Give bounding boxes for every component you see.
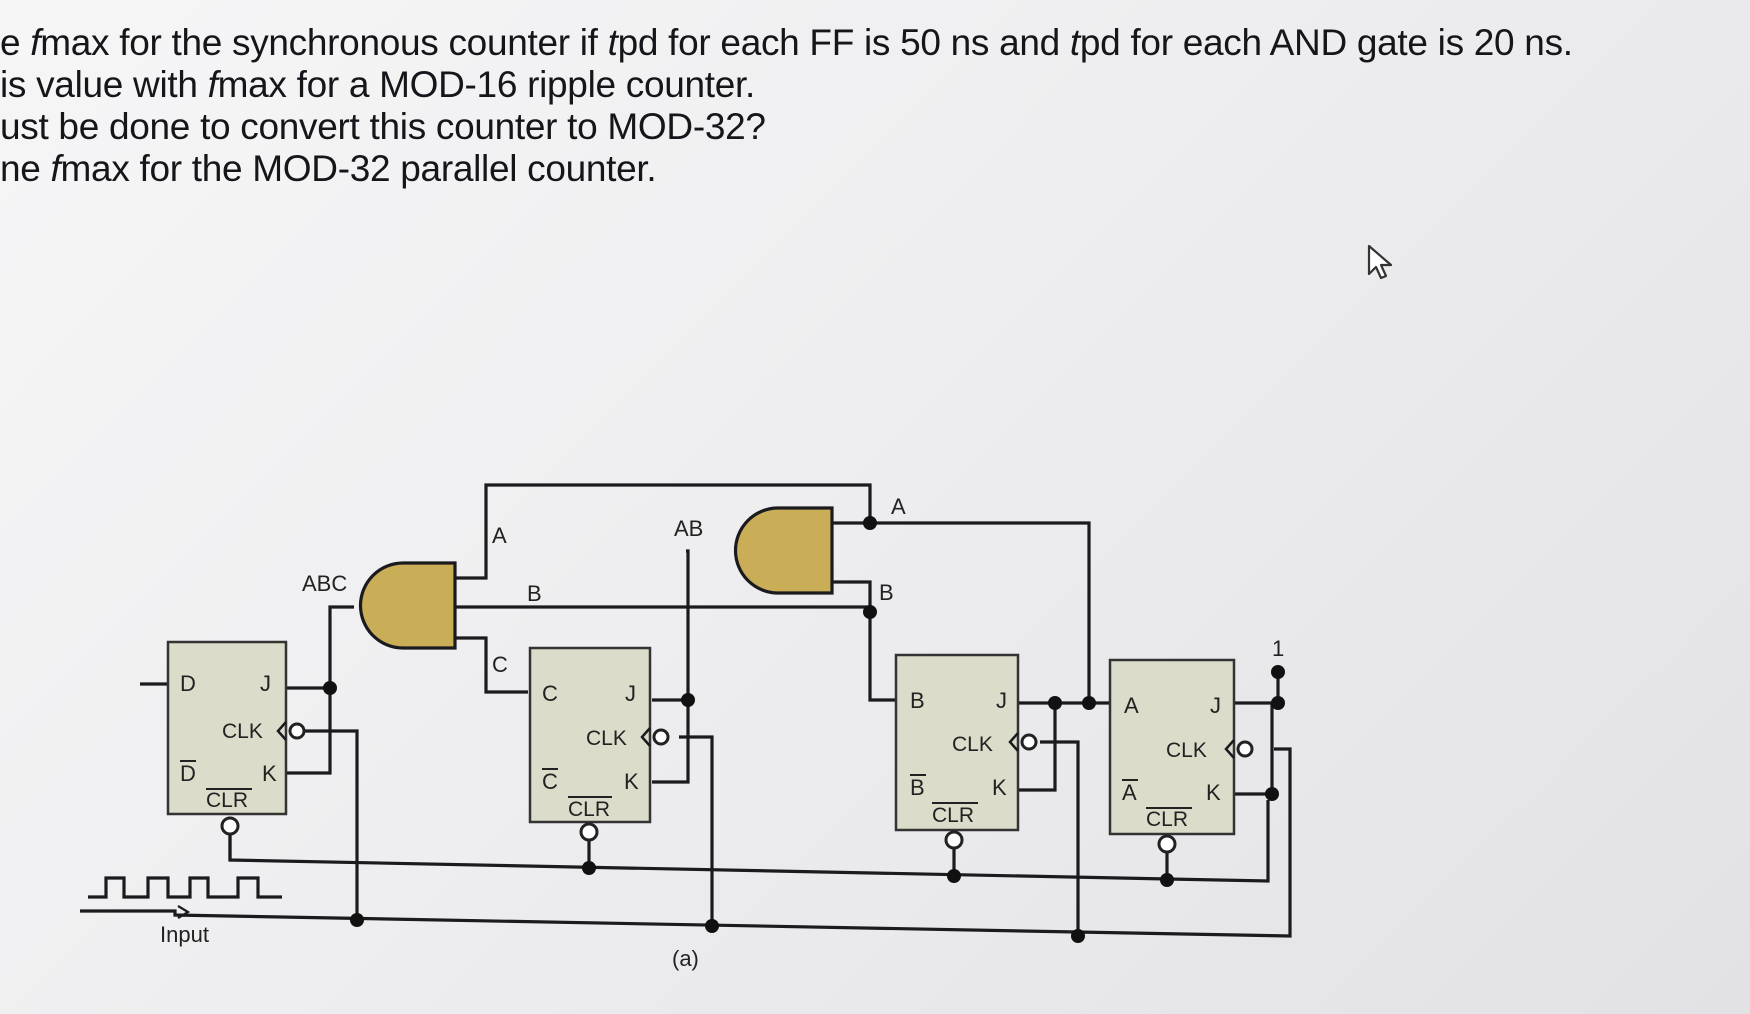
question-text-run: f [50, 148, 61, 189]
flipflop-b: B J CLK B K CLR [894, 653, 1038, 850]
flipflop-a-body [1108, 658, 1236, 836]
label-abc: ABC [302, 571, 347, 596]
question-text-run: f [207, 64, 218, 105]
label-b-right: B [879, 580, 894, 605]
ff-b-q: B [910, 688, 925, 713]
and-gate-abc [358, 561, 457, 650]
ff-a-clr-bubble [1157, 834, 1177, 854]
label-input: Input [160, 922, 209, 947]
ff-c-qbar: C [542, 769, 558, 794]
question-text-run: is value with [0, 64, 208, 105]
question-text-run: max for the synchronous counter if [40, 22, 608, 63]
question-text-run: max for the MOD-32 parallel counter. [60, 148, 657, 189]
question-text-run: pd for each FF is 50 ns and [617, 22, 1070, 63]
question-text-run: ne [0, 148, 51, 189]
ff-c-clock-bubble [652, 728, 670, 746]
ff-b-clk: CLK [952, 733, 993, 756]
figure-caption: (a) [672, 946, 699, 971]
question-text-run: t [1069, 22, 1080, 63]
question-text-run: pd for each AND gate is 20 ns. [1079, 22, 1573, 63]
ff-d-clr-bubble [220, 816, 240, 836]
ff-c-clr: CLR [568, 798, 610, 821]
question-text-run: ust be done to convert this counter to M… [0, 106, 766, 147]
flipflop-a: A J CLK A K CLR [1108, 658, 1254, 854]
ff-b-clr-bubble [944, 830, 964, 850]
ff-b-k: K [992, 775, 1007, 800]
mouse-pointer-icon [1367, 244, 1393, 280]
ff-d-j: J [260, 671, 271, 696]
label-a-left: A [492, 523, 507, 548]
input-waveform [88, 876, 282, 899]
question-text-run: f [30, 22, 41, 63]
ff-c-q: C [542, 681, 558, 706]
question-line-3: ust be done to convert this counter to M… [0, 106, 766, 148]
wiring [80, 483, 1292, 938]
flipflop-d-body [166, 640, 288, 816]
ff-a-clock-bubble [1236, 740, 1254, 758]
ff-d-clock-bubble [288, 722, 306, 740]
ff-d-clk: CLK [222, 720, 263, 743]
ff-a-qbar: A [1122, 780, 1137, 805]
question-text-run: t [607, 22, 618, 63]
ff-b-j: J [996, 688, 1007, 713]
clock-arrow-icon [177, 905, 191, 919]
and-gate-ab [733, 506, 834, 595]
flipflop-d: D J CLK D K CLR [166, 640, 306, 836]
junction-dots [323, 516, 1285, 943]
ff-a-q: A [1124, 693, 1139, 718]
ff-b-clr: CLR [932, 804, 974, 827]
ff-d-q: D [180, 671, 196, 696]
question-line-4: ne fmax for the MOD-32 parallel counter. [0, 148, 657, 190]
question-line-2: is value with fmax for a MOD-16 ripple c… [0, 64, 755, 106]
ff-d-k: K [262, 761, 277, 786]
ff-a-clk: CLK [1166, 739, 1207, 762]
ff-d-qbar: D [180, 761, 196, 786]
flipflop-c-body [528, 646, 652, 824]
ff-b-clock-bubble [1020, 733, 1038, 751]
label-c-left: C [492, 652, 508, 677]
flipflop-b-body [894, 653, 1020, 832]
question-text-run: max for a MOD-16 ripple counter. [217, 64, 756, 105]
ff-c-clk: CLK [586, 727, 627, 750]
ff-c-j: J [625, 681, 636, 706]
ff-d-clr: CLR [206, 789, 248, 812]
question-text-run: e [0, 22, 31, 63]
label-b-left: B [527, 581, 542, 606]
label-ab: AB [674, 516, 703, 541]
flipflop-c: C J CLK C K CLR [528, 646, 670, 842]
ff-c-k: K [624, 769, 639, 794]
question-line-1: e fmax for the synchronous counter if tp… [0, 22, 1573, 64]
ff-b-qbar: B [910, 775, 925, 800]
ff-a-clr: CLR [1146, 808, 1188, 831]
label-logic-one: 1 [1272, 636, 1284, 661]
ff-c-clr-bubble [579, 822, 599, 842]
ff-a-k: K [1206, 780, 1221, 805]
label-a-right: A [891, 494, 906, 519]
ff-a-j: J [1210, 693, 1221, 718]
